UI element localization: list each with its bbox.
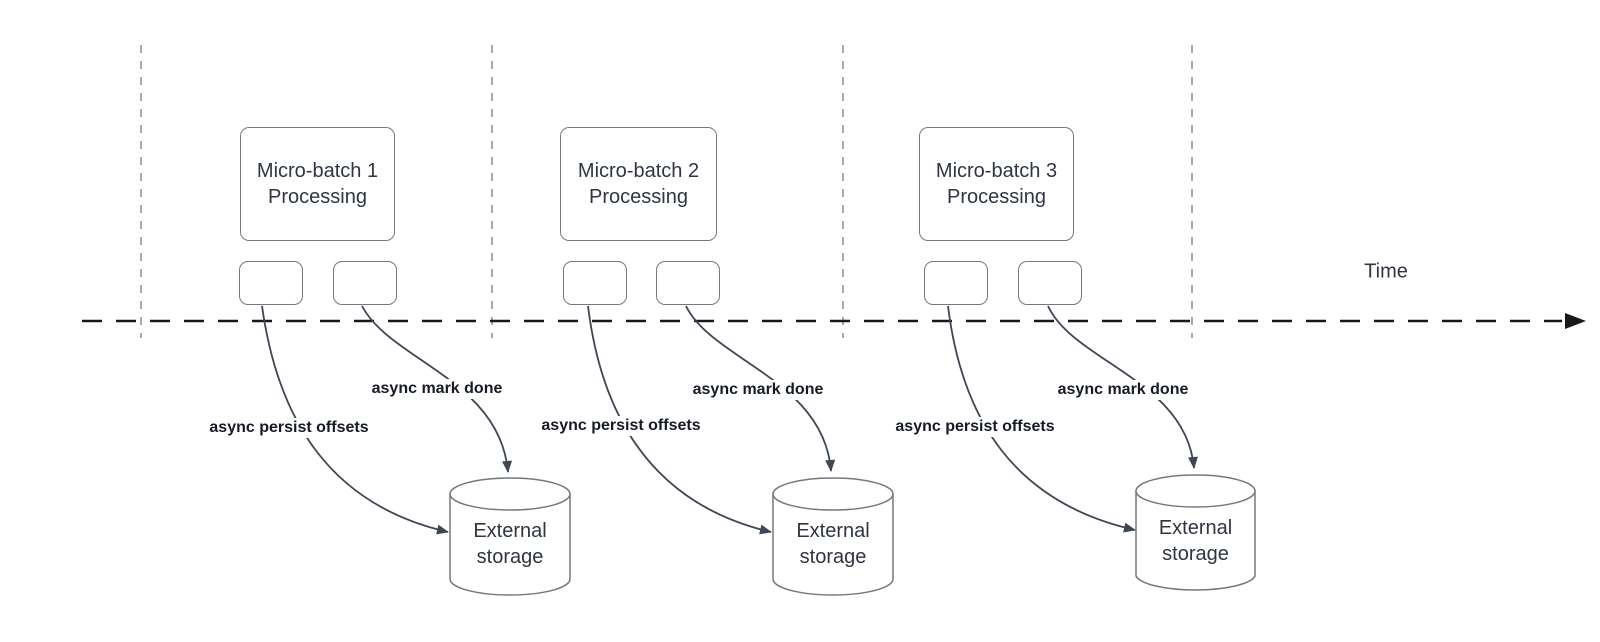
- persist-offsets-task-box-3: [924, 261, 988, 305]
- mark-done-arrow-3: [1047, 305, 1198, 469]
- external-storage-cylinder-1: [449, 477, 571, 596]
- persist-offsets-task-box-1: [239, 261, 303, 305]
- external-storage-cylinder-3: [1135, 474, 1256, 591]
- persist-offsets-task-box-2: [563, 261, 627, 305]
- persist-offsets-edge-label-3: async persist offsets: [891, 417, 1059, 437]
- external-storage-label-1: External storage: [473, 520, 547, 568]
- micro-batch-2-label: Micro-batch 2 Processing: [577, 160, 700, 208]
- micro-batch-1-label: Micro-batch 1 Processing: [256, 160, 379, 208]
- micro-batch-2-box: Micro-batch 2 Processing: [560, 127, 717, 241]
- mark-done-task-box-1: [333, 261, 397, 305]
- external-storage-label-2: External storage: [796, 520, 870, 568]
- micro-batch-3-box: Micro-batch 3 Processing: [919, 127, 1074, 241]
- external-storage-text-1: External storage: [450, 494, 570, 594]
- mark-done-arrow-1: [361, 305, 513, 473]
- time-axis-arrowhead-icon: [1565, 313, 1586, 329]
- mark-done-edge-label-1: async mark done: [367, 379, 507, 399]
- persist-offsets-edge-label-2: async persist offsets: [537, 416, 705, 436]
- mark-done-edge-label-3: async mark done: [1053, 380, 1193, 400]
- time-axis-label: Time: [1364, 260, 1408, 283]
- mark-done-edge-label-2: async mark done: [688, 380, 828, 400]
- persist-offsets-edge-label-1: async persist offsets: [205, 418, 373, 438]
- external-storage-text-3: External storage: [1136, 491, 1255, 591]
- mark-done-arrow-2: [685, 305, 836, 472]
- mark-done-task-box-2: [656, 261, 720, 305]
- mark-done-task-box-3: [1018, 261, 1082, 305]
- persist-offsets-arrow-1: [261, 305, 449, 535]
- persist-offsets-arrow-2: [587, 305, 772, 535]
- external-storage-text-2: External storage: [773, 494, 893, 594]
- persist-offsets-arrow-3: [947, 305, 1136, 533]
- micro-batch-3-label: Micro-batch 3 Processing: [935, 160, 1058, 208]
- external-storage-label-3: External storage: [1158, 517, 1233, 565]
- external-storage-cylinder-2: [772, 477, 894, 596]
- micro-batch-1-box: Micro-batch 1 Processing: [240, 127, 395, 241]
